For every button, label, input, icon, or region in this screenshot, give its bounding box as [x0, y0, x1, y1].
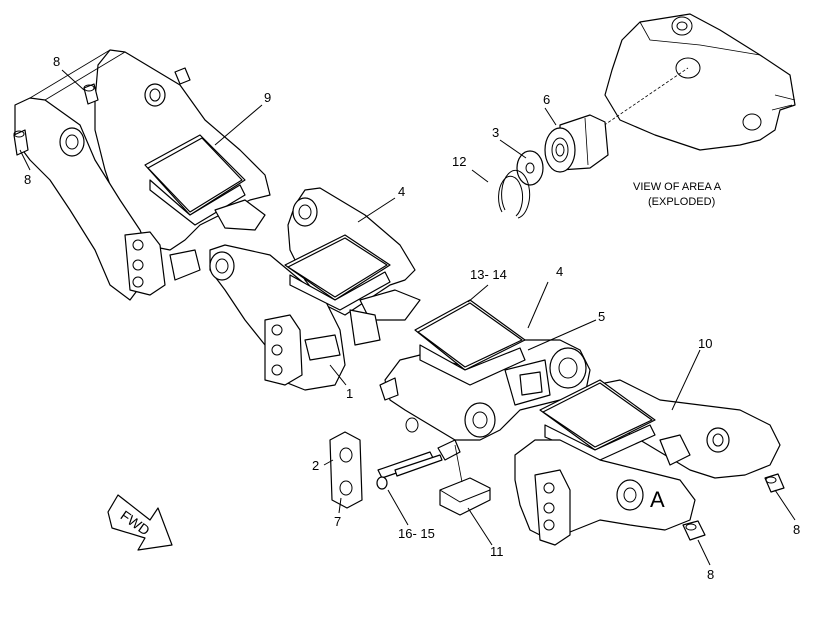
part-8-pin-left	[13, 129, 29, 156]
area-a-label: A	[650, 487, 665, 512]
callout-10: 10	[698, 336, 712, 351]
part-8-pin-bottom	[682, 520, 706, 541]
callout-8-bottom: 8	[707, 567, 714, 582]
part-3-washer	[516, 150, 544, 186]
callout-5: 5	[598, 309, 605, 324]
callout-1: 1	[346, 386, 353, 401]
callout-7: 7	[334, 514, 341, 529]
part-10-bar-right	[514, 379, 781, 546]
callout-12: 12	[452, 154, 466, 169]
part-9-equalizer-bar	[14, 49, 271, 301]
part-16-15-bolt	[376, 451, 443, 490]
part-4-bar-lower	[379, 299, 591, 441]
view-note-line1: VIEW OF AREA A	[633, 181, 722, 193]
callout-4-lower: 4	[556, 264, 563, 279]
part-12-snap-ring	[498, 169, 531, 219]
callout-8-top: 8	[53, 54, 60, 69]
part-6-bushing	[544, 114, 609, 173]
part-8-pin-right	[764, 473, 785, 493]
callout-4-upper: 4	[398, 184, 405, 199]
callout-9: 9	[264, 90, 271, 105]
callout-6: 6	[543, 92, 550, 107]
view-note-line2: (EXPLODED)	[648, 196, 715, 208]
part-11-pad	[437, 439, 491, 516]
leader-lines	[19, 69, 796, 566]
callout-8-right: 8	[793, 522, 800, 537]
assembly-axis-line	[599, 67, 689, 129]
part-2-7-plate	[329, 431, 363, 509]
callout-2: 2	[312, 458, 319, 473]
part-4-bar-upper	[209, 187, 421, 391]
callout-11: 11	[490, 544, 504, 559]
part-8-pin-top	[83, 83, 99, 105]
exploded-view-frame	[604, 13, 796, 151]
callout-3: 3	[492, 125, 499, 140]
fwd-arrow: FWD	[107, 494, 173, 551]
callout-13-14: 13- 14	[470, 267, 507, 282]
callout-8-left: 8	[24, 172, 31, 187]
callout-16-15: 16- 15	[398, 526, 435, 541]
